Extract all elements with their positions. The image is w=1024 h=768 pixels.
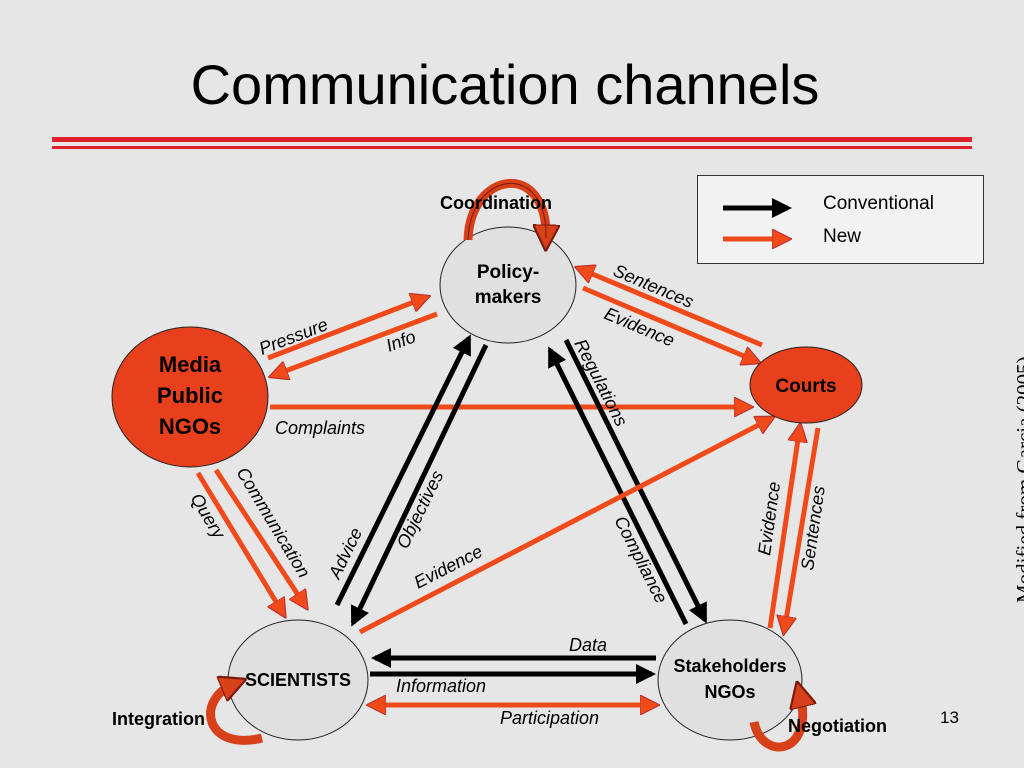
- arrow-sentences-top: [578, 268, 763, 348]
- page-number: 13: [940, 708, 959, 727]
- arrow-sentences-right: [784, 427, 821, 632]
- slide-title: Communication channels: [190, 53, 820, 116]
- legend-new-label: New: [823, 226, 862, 247]
- node-scientists-label: SCIENTISTS: [245, 670, 351, 690]
- node-policymakers: Policy- makers: [439, 226, 577, 344]
- label-sentences-right: Sentences: [797, 485, 829, 572]
- node-media-line2: Public: [157, 383, 223, 408]
- arrow-advice: [334, 334, 472, 607]
- source-note: Modified from Garcia (2005): [1012, 356, 1024, 603]
- node-media-line3: NGOs: [159, 414, 221, 439]
- node-scientists: SCIENTISTS: [227, 619, 369, 741]
- arrow-query: [195, 471, 284, 615]
- loop-coordination-outline: [467, 183, 547, 241]
- legend-swatches: [723, 198, 792, 263]
- arrow-compliance: [547, 346, 689, 626]
- arrow-communication: [213, 468, 306, 607]
- legend: Conventional New: [697, 175, 984, 264]
- label-participation: Participation: [500, 708, 599, 728]
- node-stakeholders-line2: NGOs: [704, 682, 755, 702]
- node-media-public-ngos: Media Public NGOs: [111, 326, 269, 468]
- label-communication: Communication: [233, 464, 315, 582]
- arrow-evidence-right: [767, 426, 800, 629]
- node-courts-label: Courts: [775, 376, 836, 397]
- label-evidence-right: Evidence: [754, 480, 784, 556]
- node-stakeholders-line1: Stakeholders: [673, 656, 786, 676]
- loop-negotiation-arrow: [749, 694, 803, 752]
- node-policymakers-line1: Policy-: [477, 262, 539, 283]
- label-complaints: Complaints: [275, 418, 365, 438]
- label-pressure: Pressure: [256, 314, 330, 358]
- title-rule: [52, 137, 972, 149]
- arrow-evidence-top: [582, 285, 758, 362]
- legend-conventional-label: Conventional: [823, 193, 934, 214]
- node-courts: Courts: [749, 346, 863, 424]
- node-policymakers-line2: makers: [475, 287, 542, 308]
- node-media-line1: Media: [159, 352, 222, 377]
- node-stakeholders-ngos: Stakeholders NGOs: [657, 619, 803, 741]
- arrow-objectives: [350, 343, 489, 627]
- label-data: Data: [569, 635, 607, 655]
- label-information: Information: [396, 676, 486, 696]
- label-compliance: Compliance: [610, 513, 671, 607]
- arrow-pressure: [267, 297, 427, 361]
- arrow-evidence-diag: [358, 418, 772, 635]
- label-negotiation: Negotiation: [788, 716, 887, 736]
- label-coordination: Coordination: [440, 193, 552, 213]
- label-integration: Integration: [112, 709, 205, 729]
- arrow-regulations: [563, 338, 708, 624]
- loop-integration-arrow: [206, 684, 264, 745]
- arrow-info: [272, 311, 438, 376]
